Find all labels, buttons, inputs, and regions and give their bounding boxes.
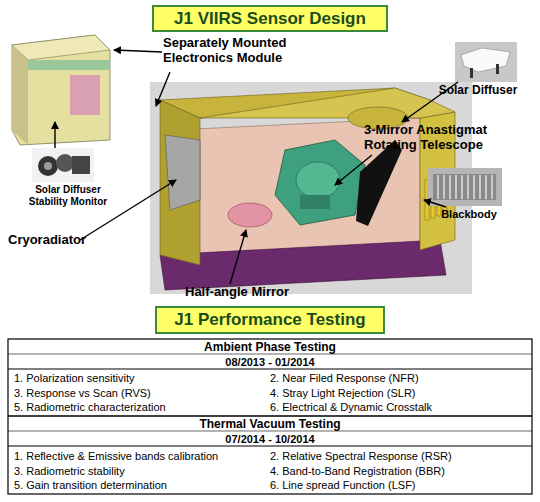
- callout-label: Solar Diffuser: [428, 84, 528, 98]
- table-header: Thermal Vacuum Testing: [8, 418, 532, 432]
- sensor-body: [160, 88, 455, 290]
- callout-label: Cryoradiator: [8, 233, 118, 248]
- electronics-module: [12, 35, 110, 145]
- blackbody-photo: [427, 168, 502, 206]
- table-date: 07/2014 - 10/2014: [8, 433, 532, 446]
- table-cell: 2. Relative Spectral Response (RSR): [270, 450, 525, 463]
- callout-label: Separately Mounted Electronics Module: [163, 36, 303, 66]
- callout-label: Solar Diffuser Stability Monitor: [18, 184, 118, 207]
- table-cell: 1. Polarization sensitivity: [14, 372, 264, 385]
- table-cell: 2. Near Filed Response (NFR): [270, 372, 525, 385]
- table-cell: 5. Gain transition determination: [14, 479, 264, 492]
- table-cell: 3. Response vs Scan (RVS): [14, 387, 264, 400]
- callout-label: Blackbody: [428, 208, 510, 221]
- title-banner: J1 VIIRS Sensor Design: [152, 5, 388, 32]
- table-header: Ambient Phase Testing: [8, 341, 532, 355]
- table-date: 08/2013 - 01/2014: [8, 356, 532, 369]
- table-cell: 6. Electrical & Dynamic Crosstalk: [270, 401, 525, 414]
- solar-diffuser-photo: [455, 42, 517, 82]
- table-cell: 1. Reflective & Emissive bands calibrati…: [14, 450, 264, 463]
- heading-text: J1 Performance Testing: [174, 310, 365, 330]
- table-rules: [8, 339, 532, 494]
- table-cell: 4. Stray Light Rejection (SLR): [270, 387, 525, 400]
- title-text: J1 VIIRS Sensor Design: [174, 9, 366, 29]
- backdrop: [150, 82, 472, 294]
- leader-arrows: [55, 50, 458, 284]
- table-cell: 4. Band-to-Band Registration (BBR): [270, 465, 525, 478]
- heading-banner: J1 Performance Testing: [155, 306, 385, 334]
- callout-label: Half-angle Mirror: [185, 285, 325, 300]
- table-cell: 5. Radiometric characterization: [14, 401, 264, 414]
- table-cell: 3. Radiometric stability: [14, 465, 264, 478]
- table-cell: 6. Line spread Function (LSF): [270, 479, 525, 492]
- callout-label: 3-Mirror Anastigmat Rotating Telescope: [364, 123, 498, 153]
- sdsm-photo: [32, 148, 94, 182]
